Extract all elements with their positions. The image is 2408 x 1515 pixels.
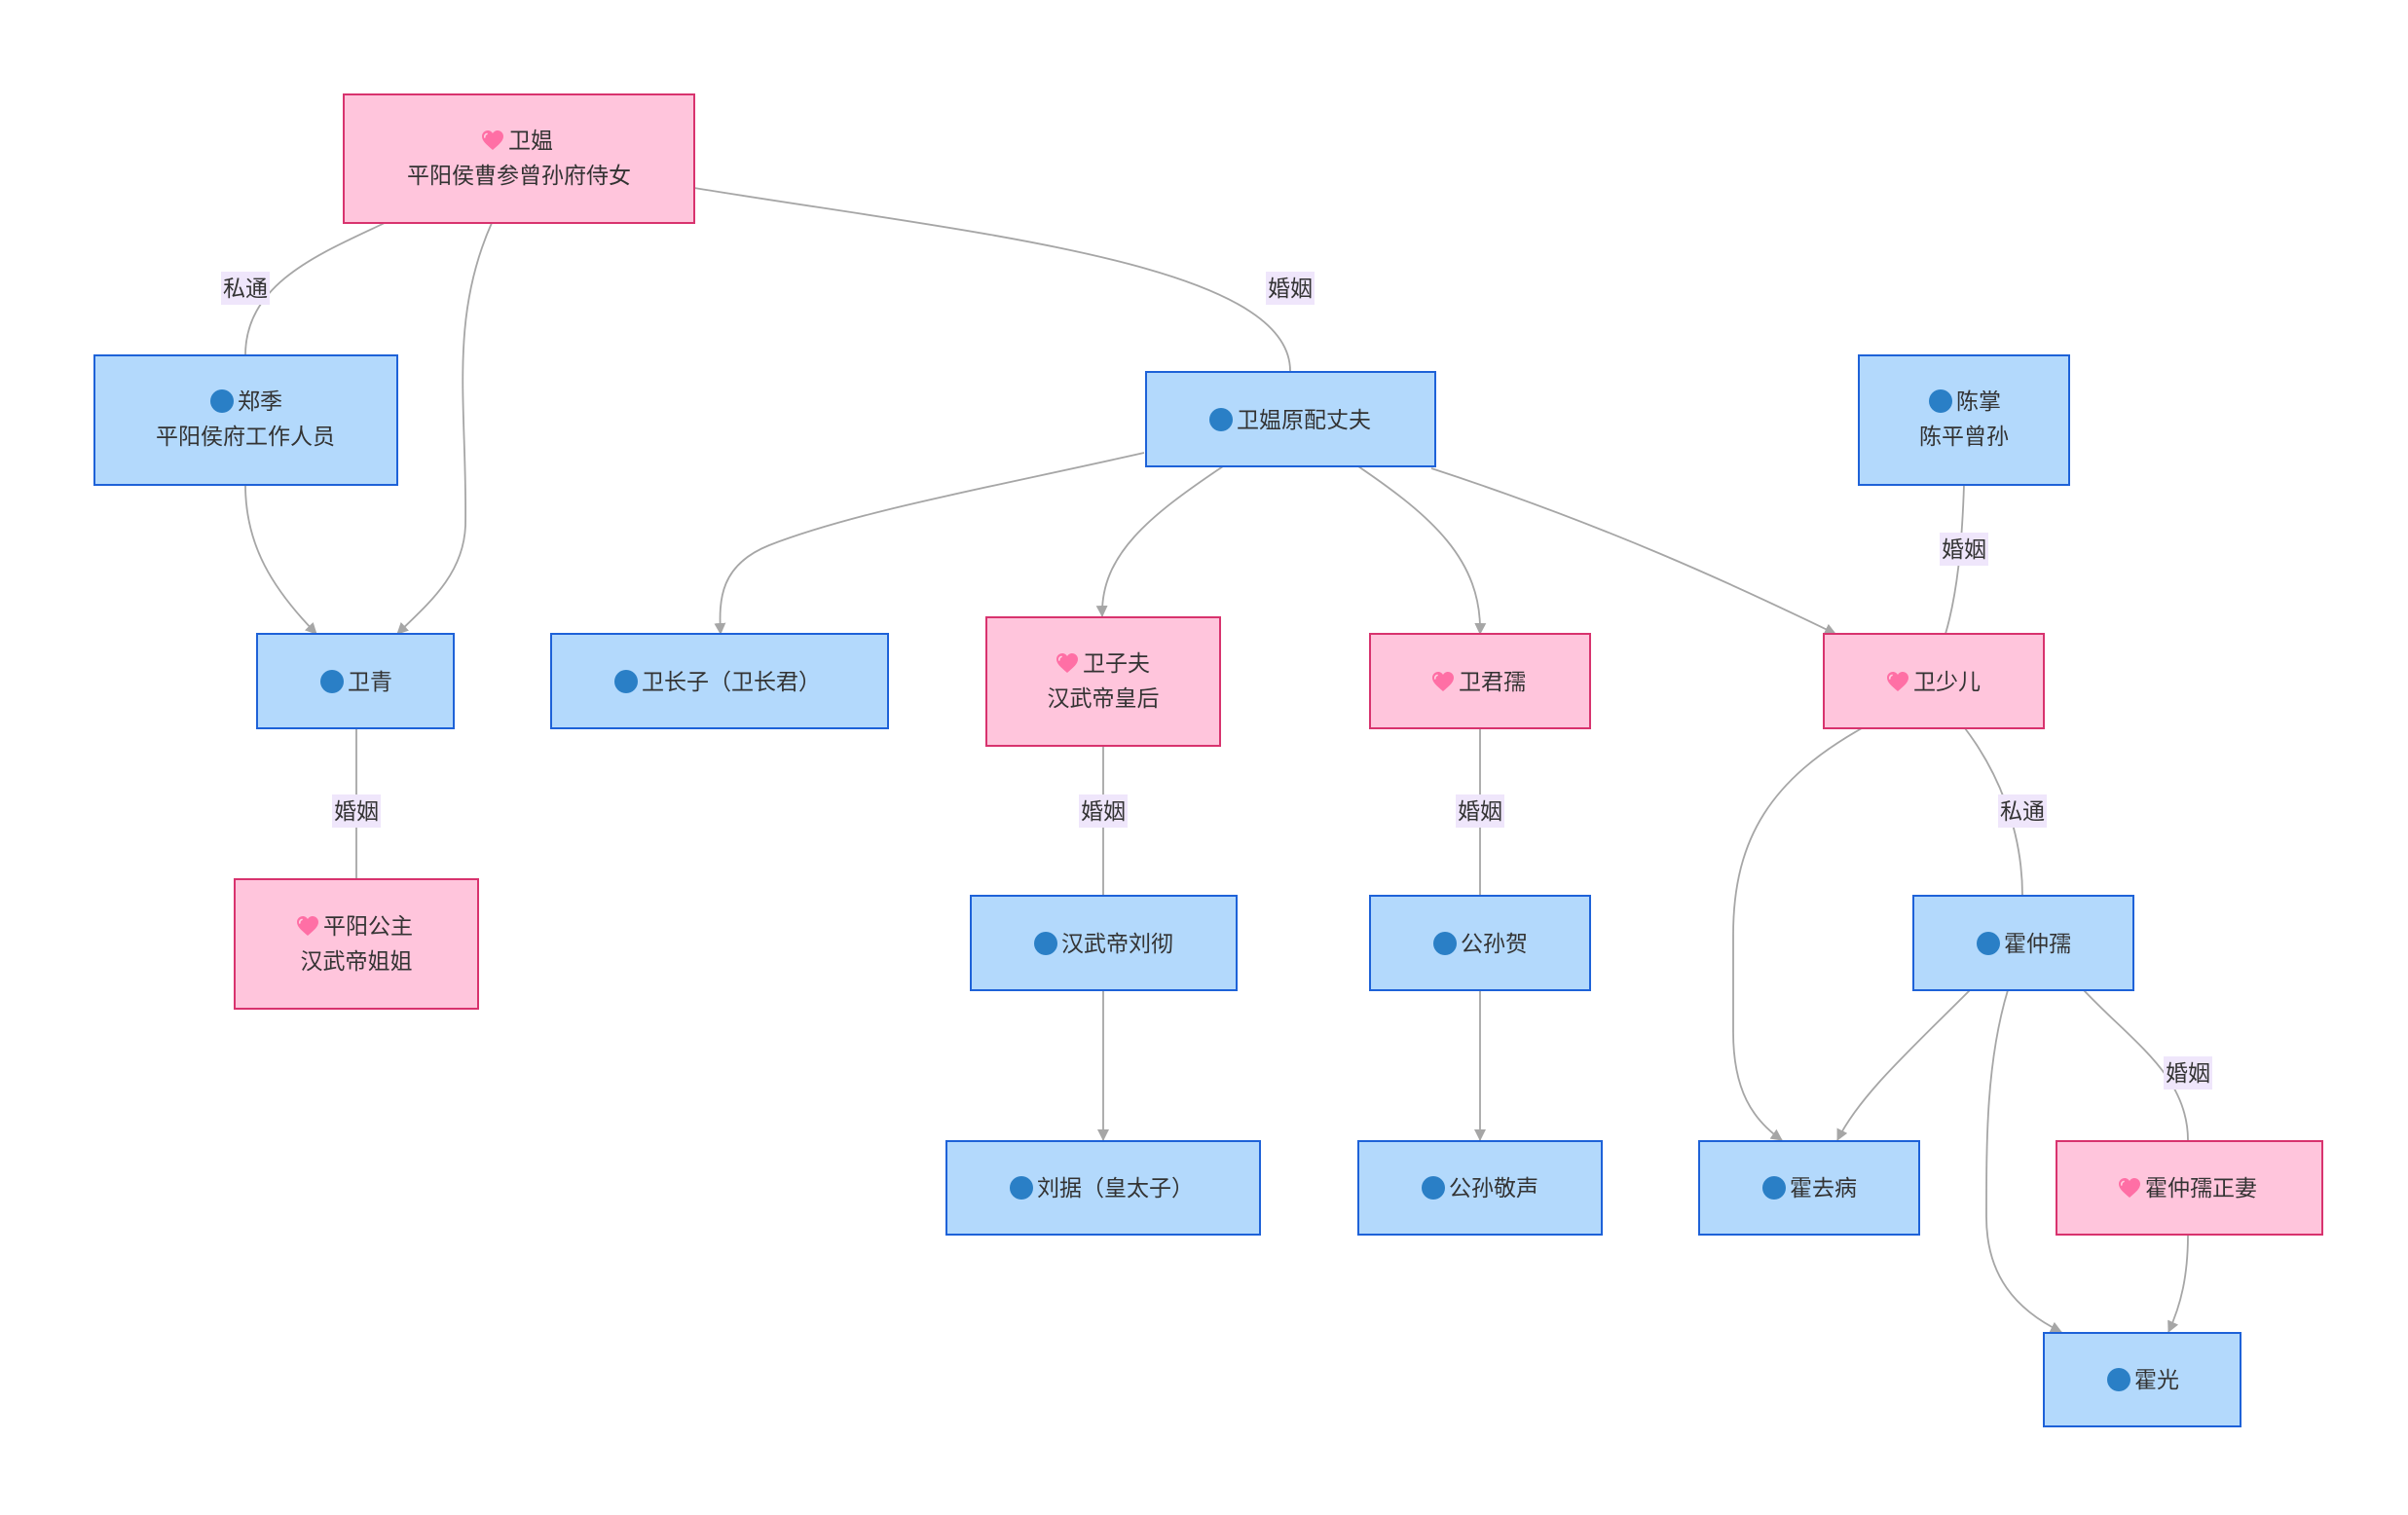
person-name: 霍光 [2134, 1368, 2179, 1393]
edge-label-siting-zhengji: 私通 [221, 272, 270, 305]
person-name: 卫媪原配丈夫 [1237, 408, 1371, 433]
circle-icon [210, 389, 234, 413]
person-node-huoguang[interactable]: 霍光 [2043, 1332, 2241, 1427]
person-node-liuche[interactable]: 汉武帝刘彻 [970, 895, 1238, 991]
person-name: 汉武帝刘彻 [1061, 932, 1173, 957]
person-node-weiao-husband[interactable]: 卫媪原配丈夫 [1145, 371, 1436, 467]
edge-label-text: 婚姻 [334, 799, 379, 825]
person-desc: 汉武帝皇后 [1048, 686, 1160, 712]
circle-icon [1010, 1176, 1033, 1200]
person-node-gongsunjingsheng[interactable]: 公孙敬声 [1357, 1140, 1603, 1236]
person-name: 霍仲孺 [2004, 932, 2071, 957]
person-node-weiao[interactable]: 卫媪 平阳侯曹参曾孙府侍女 [343, 93, 695, 224]
edge-label-hunyin-chenzhang: 婚姻 [1940, 533, 1988, 566]
edge-label-hunyin-husband: 婚姻 [1266, 272, 1315, 305]
person-name: 卫少儿 [1913, 670, 1981, 695]
edge-label-text: 婚姻 [1458, 799, 1502, 825]
person-name: 郑季 [238, 389, 282, 415]
edge-husband-weishaoer [1430, 467, 1836, 635]
circle-icon [1034, 932, 1057, 955]
person-node-weiqing[interactable]: 卫青 [256, 633, 455, 729]
edge-huozhongru-huoqubing [1836, 989, 1971, 1141]
person-node-huoqubing[interactable]: 霍去病 [1698, 1140, 1920, 1236]
person-name: 卫子夫 [1083, 651, 1150, 677]
edge-chenzhang-weishaoer [1945, 484, 1965, 635]
person-name: 卫青 [348, 670, 392, 695]
circle-icon [1929, 389, 1952, 413]
person-name: 平阳公主 [323, 914, 413, 940]
edge-label-hunyin-weizifu: 婚姻 [1079, 794, 1128, 828]
edge-label-text: 私通 [2000, 799, 2045, 825]
edge-label-hunyin-weijunru: 婚姻 [1456, 794, 1504, 828]
person-name: 陈掌 [1956, 389, 2001, 415]
person-node-weichangzi[interactable]: 卫长子（卫长君） [550, 633, 889, 729]
person-name: 卫媪 [508, 129, 553, 154]
person-node-zhengji[interactable]: 郑季 平阳侯府工作人员 [93, 354, 398, 486]
edge-label-siting-huozhongru: 私通 [1998, 794, 2047, 828]
edge-label-hunyin-huozhongru-wife: 婚姻 [2164, 1056, 2212, 1090]
person-name: 霍仲孺正妻 [2145, 1176, 2257, 1201]
person-name: 卫君孺 [1459, 670, 1526, 695]
circle-icon [1977, 932, 2000, 955]
person-name: 卫长子（卫长君） [642, 670, 821, 695]
edge-weishaoer-huoqubing [1732, 727, 1863, 1141]
person-node-pingyang[interactable]: 平阳公主 汉武帝姐姐 [234, 878, 479, 1010]
nodes: 卫媪 平阳侯曹参曾孙府侍女 郑季 平阳侯府工作人员 卫媪原配丈夫 陈掌 陈平曾孙… [93, 93, 2323, 1427]
edge-huozhongru-wife [2083, 989, 2189, 1141]
person-desc: 陈平曾孙 [1919, 425, 2009, 450]
person-node-liuju[interactable]: 刘据（皇太子） [945, 1140, 1261, 1236]
edge-husband-weijunru [1357, 465, 1487, 635]
person-name: 霍去病 [1790, 1176, 1857, 1201]
edge-label-hunyin-weiqing: 婚姻 [332, 794, 381, 828]
circle-icon [1422, 1176, 1445, 1200]
person-name: 刘据（皇太子） [1037, 1176, 1194, 1201]
circle-icon [320, 670, 344, 693]
edge-zhengji-weiqing [244, 484, 317, 635]
person-desc: 平阳侯府工作人员 [156, 425, 335, 450]
edge-weiao-husband [693, 187, 1291, 372]
person-name: 公孙贺 [1461, 932, 1528, 957]
edge-labels: 私通 婚姻 婚姻 婚姻 婚姻 婚姻 私通 婚姻 [221, 272, 2212, 1090]
person-name: 公孙敬声 [1449, 1176, 1538, 1201]
edge-label-text: 私通 [223, 277, 268, 302]
edge-label-text: 婚姻 [2166, 1061, 2210, 1087]
person-node-huozhongru[interactable]: 霍仲孺 [1912, 895, 2134, 991]
person-node-gongsunhe[interactable]: 公孙贺 [1369, 895, 1591, 991]
circle-icon [1433, 932, 1457, 955]
edge-weiao-weiqing [396, 222, 493, 635]
circle-icon [614, 670, 638, 693]
edge-wife-huoguang [2167, 1234, 2189, 1333]
circle-icon [1762, 1176, 1786, 1200]
person-node-weijunru[interactable]: 卫君孺 [1369, 633, 1591, 729]
edge-label-text: 婚姻 [1268, 277, 1313, 302]
person-node-weishaoer[interactable]: 卫少儿 [1823, 633, 2045, 729]
edge-label-text: 婚姻 [1942, 537, 1986, 563]
edge-weiao-zhengji [244, 222, 386, 356]
edge-huozhongru-huoguang [1985, 989, 2062, 1333]
person-node-huozhongru-wife[interactable]: 霍仲孺正妻 [2056, 1140, 2323, 1236]
circle-icon [1209, 408, 1233, 431]
person-desc: 汉武帝姐姐 [301, 949, 413, 975]
circle-icon [2107, 1368, 2130, 1391]
edge-label-text: 婚姻 [1081, 799, 1126, 825]
person-node-weizifu[interactable]: 卫子夫 汉武帝皇后 [985, 616, 1221, 747]
edge-husband-weizifu [1095, 465, 1224, 617]
person-desc: 平阳侯曹参曾孙府侍女 [407, 164, 631, 189]
edge-husband-weichangzi [714, 452, 1145, 635]
person-node-chenzhang[interactable]: 陈掌 陈平曾孙 [1858, 354, 2070, 486]
